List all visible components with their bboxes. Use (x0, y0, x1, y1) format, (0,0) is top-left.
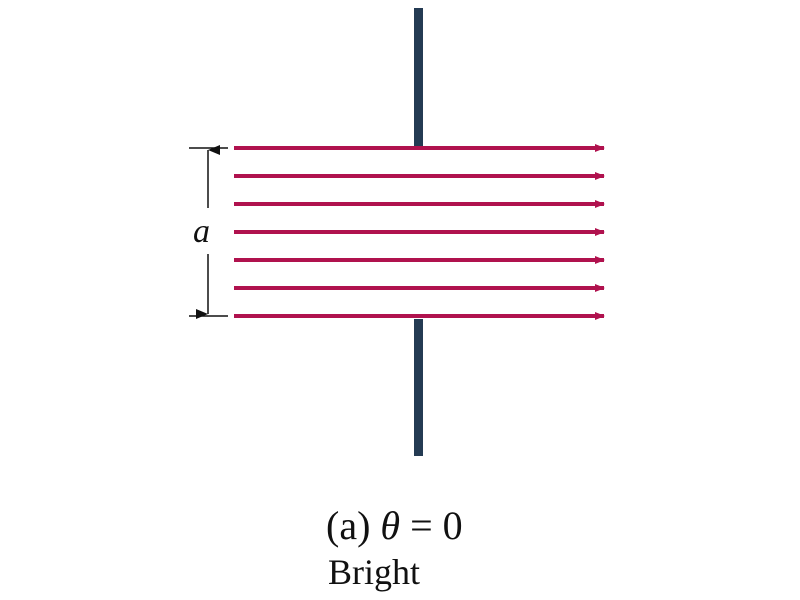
slit-width-label: a (193, 213, 210, 250)
barrier-upper-segment (414, 8, 423, 147)
theta-symbol: θ (380, 503, 401, 548)
caption-equation-rest: = 0 (410, 503, 463, 548)
light-rays (234, 144, 605, 320)
barrier-lower-segment (414, 319, 423, 456)
caption-part: (a) (326, 503, 371, 548)
slit-width-dimension: a (189, 145, 228, 319)
caption-equation: (a) θ = 0 (326, 504, 463, 548)
caption-result: Bright (328, 552, 421, 592)
